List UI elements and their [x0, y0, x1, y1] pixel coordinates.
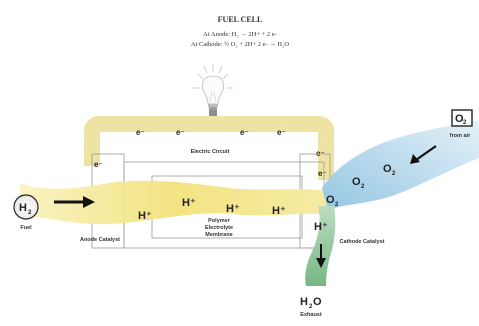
air-stream [322, 120, 479, 210]
proton-label: H⁺ [226, 203, 240, 215]
membrane-label-line-2: Electrolyte [205, 225, 233, 231]
o2-symbol: O [383, 163, 392, 175]
proton-label: H⁺ [182, 197, 196, 209]
membrane-label-line-1: Polymer [208, 218, 231, 224]
fuel-label: Fuel [20, 225, 32, 231]
fuel-stream [20, 180, 330, 225]
o2-molecule: O 2 [326, 194, 339, 208]
diagram-title: FUEL CELL [218, 15, 263, 24]
electron-label: e⁻ [176, 128, 185, 137]
h2o-molecule: H 2 O [300, 296, 322, 310]
electron-label: e⁻ [277, 128, 286, 137]
proton-label: H⁺ [138, 210, 152, 222]
electron-label: e⁻ [318, 169, 327, 178]
arrow-icon [410, 145, 437, 164]
h2o-subscript: 2 [309, 304, 313, 310]
o2-subscript: 2 [361, 184, 365, 190]
electric-circuit-label: Electric Circuit [191, 149, 230, 155]
electron-label: e⁻ [94, 160, 103, 169]
anode-catalyst-label: Anode Catalyst [80, 237, 120, 243]
o2-subscript: 2 [392, 171, 396, 177]
o2-symbol: O [455, 113, 464, 125]
oxygen-molecules: O 2 O 2 O 2 [326, 163, 396, 208]
proton-label: H⁺ [272, 205, 286, 217]
o2-symbol: O [352, 176, 361, 188]
h2o-oxygen: O [313, 296, 322, 308]
o2-source-box: O 2 [451, 109, 473, 127]
electron-label: e⁻ [316, 149, 325, 158]
circuit-electrons: e⁻ e⁻ e⁻ e⁻ e⁻ e⁻ e⁻ [94, 128, 327, 178]
protons: H⁺ H⁺ H⁺ H⁺ H⁺ [138, 197, 328, 233]
electron-label: e⁻ [136, 128, 145, 137]
exhaust-label: Exhaust [300, 312, 322, 318]
anode-equation: At Anode: H₂ → 2H+ + 2 e- [203, 31, 277, 38]
cathode-equation: At Cathode: ½ O₂ + 2H+ 2 e- → H₂O [191, 41, 289, 48]
h2-molecule: H 2 [13, 194, 39, 220]
h2o-symbol: H [300, 296, 308, 308]
o2-symbol: O [326, 194, 335, 206]
cathode-catalyst-label: Cathode Catalyst [340, 239, 385, 245]
from-air-label: from air [450, 133, 471, 139]
electric-circuit [84, 116, 334, 180]
h2-subscript: 2 [28, 210, 32, 216]
electron-label: e⁻ [240, 128, 249, 137]
arrow-icon [316, 244, 326, 268]
membrane-label-line-3: Membrane [205, 232, 233, 238]
proton-label: H⁺ [314, 221, 328, 233]
o2-subscript: 2 [335, 202, 339, 208]
o2-subscript: 2 [463, 120, 467, 126]
o2-molecule: O 2 [383, 163, 396, 177]
h2-symbol: H [19, 202, 27, 214]
arrow-icon [54, 196, 95, 208]
o2-molecule: O 2 [352, 176, 365, 190]
